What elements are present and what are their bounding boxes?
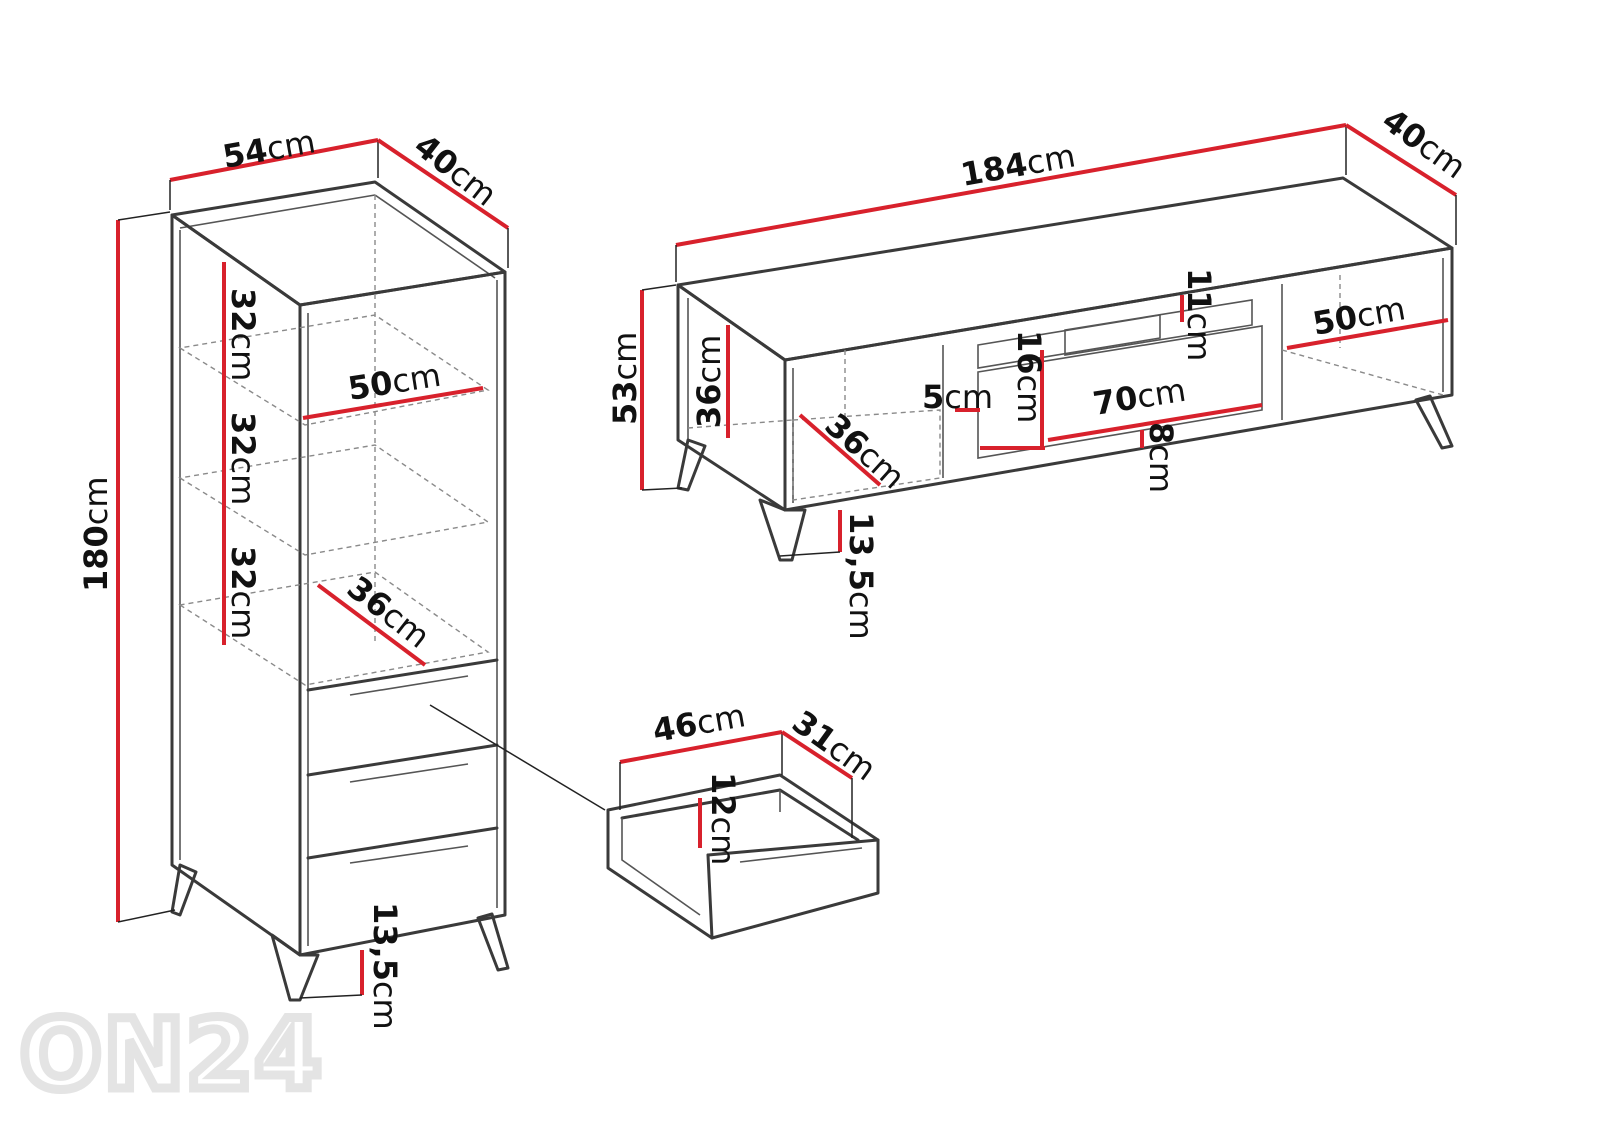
shelf-width-label: 50cm <box>345 356 443 408</box>
upper-opening-height-label: 11cm <box>1180 268 1218 361</box>
bottom-opening-height-label: 8cm <box>1142 422 1180 493</box>
tv-stand-leg <box>758 498 807 562</box>
shelf-spacing-label-3: 32cm <box>224 546 262 639</box>
bookcase-leg <box>476 912 510 972</box>
drawer-width-label: 46cm <box>650 696 748 750</box>
tv-stand-leg <box>676 438 707 492</box>
bookcase-width-label: 54cm <box>220 122 318 176</box>
bookcase-drawing: 54cm 40cm 180cm 32cm 32cm 32cm 50cm 36cm… <box>77 122 606 1030</box>
brand-logo: ON24 <box>20 999 324 1111</box>
shelf-spacing-label-2: 32cm <box>224 412 262 505</box>
bookcase-front <box>298 270 507 957</box>
tv-stand-drawing: 184cm 40cm 53cm 36cm 36cm 50cm 11cm 16cm… <box>606 101 1473 640</box>
bookcase-leg <box>270 933 320 1002</box>
tv-stand-height-label: 53cm <box>606 332 644 425</box>
drawer-height-label: 12cm <box>704 772 742 865</box>
side-compartment-height-label: 36cm <box>690 335 728 428</box>
drawer-box <box>606 773 880 940</box>
inner-offset-label: 5cm <box>922 378 993 416</box>
tv-stand-leg <box>1414 394 1454 450</box>
drawer-drawing: 46cm 31cm 12cm <box>606 696 883 940</box>
bookcase-height-label: 180cm <box>77 476 115 592</box>
right-compartment-width-label: 50cm <box>1310 289 1408 343</box>
shelf-spacing-label-1: 32cm <box>224 288 262 381</box>
tv-stand-leg-height-label: 13,5cm <box>842 512 880 640</box>
bookcase-leg-height-label: 13,5cm <box>366 902 404 1030</box>
tv-stand-front <box>783 246 1454 512</box>
bookcase-leg <box>170 863 198 917</box>
side-compartment-depth-label: 36cm <box>818 406 913 497</box>
center-opening-height-label: 16cm <box>1010 330 1048 423</box>
center-opening-width-label: 70cm <box>1090 371 1188 423</box>
